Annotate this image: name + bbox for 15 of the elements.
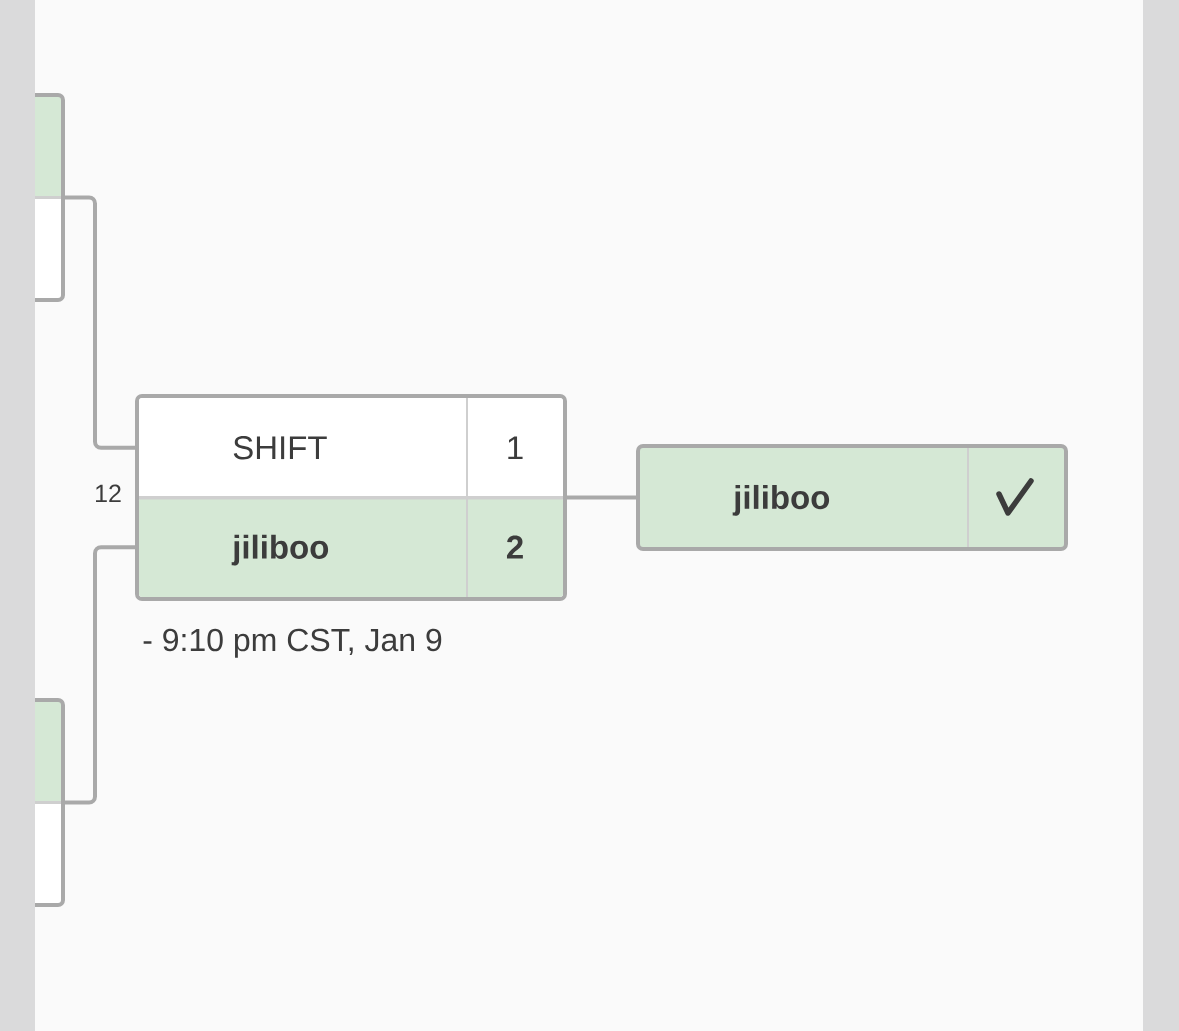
match-box: [35, 698, 65, 907]
team-row: [139, 398, 563, 498]
match-number: 12: [96, 484, 121, 502]
team-name: jiliboo: [231, 534, 329, 566]
match-box: [35, 93, 65, 302]
score: 1: [508, 436, 523, 460]
connector-line: [567, 495, 636, 500]
score: 2: [506, 535, 523, 559]
connector-line: [63, 195, 137, 450]
team-row: [139, 496, 563, 597]
match-box: [135, 394, 567, 601]
result-box: jiliboo: [636, 444, 1068, 551]
team-name: SHIFT: [233, 436, 327, 460]
match-time: - 9:10 pm CST, Jan 9: [143, 628, 442, 658]
connector-line: [63, 545, 137, 805]
